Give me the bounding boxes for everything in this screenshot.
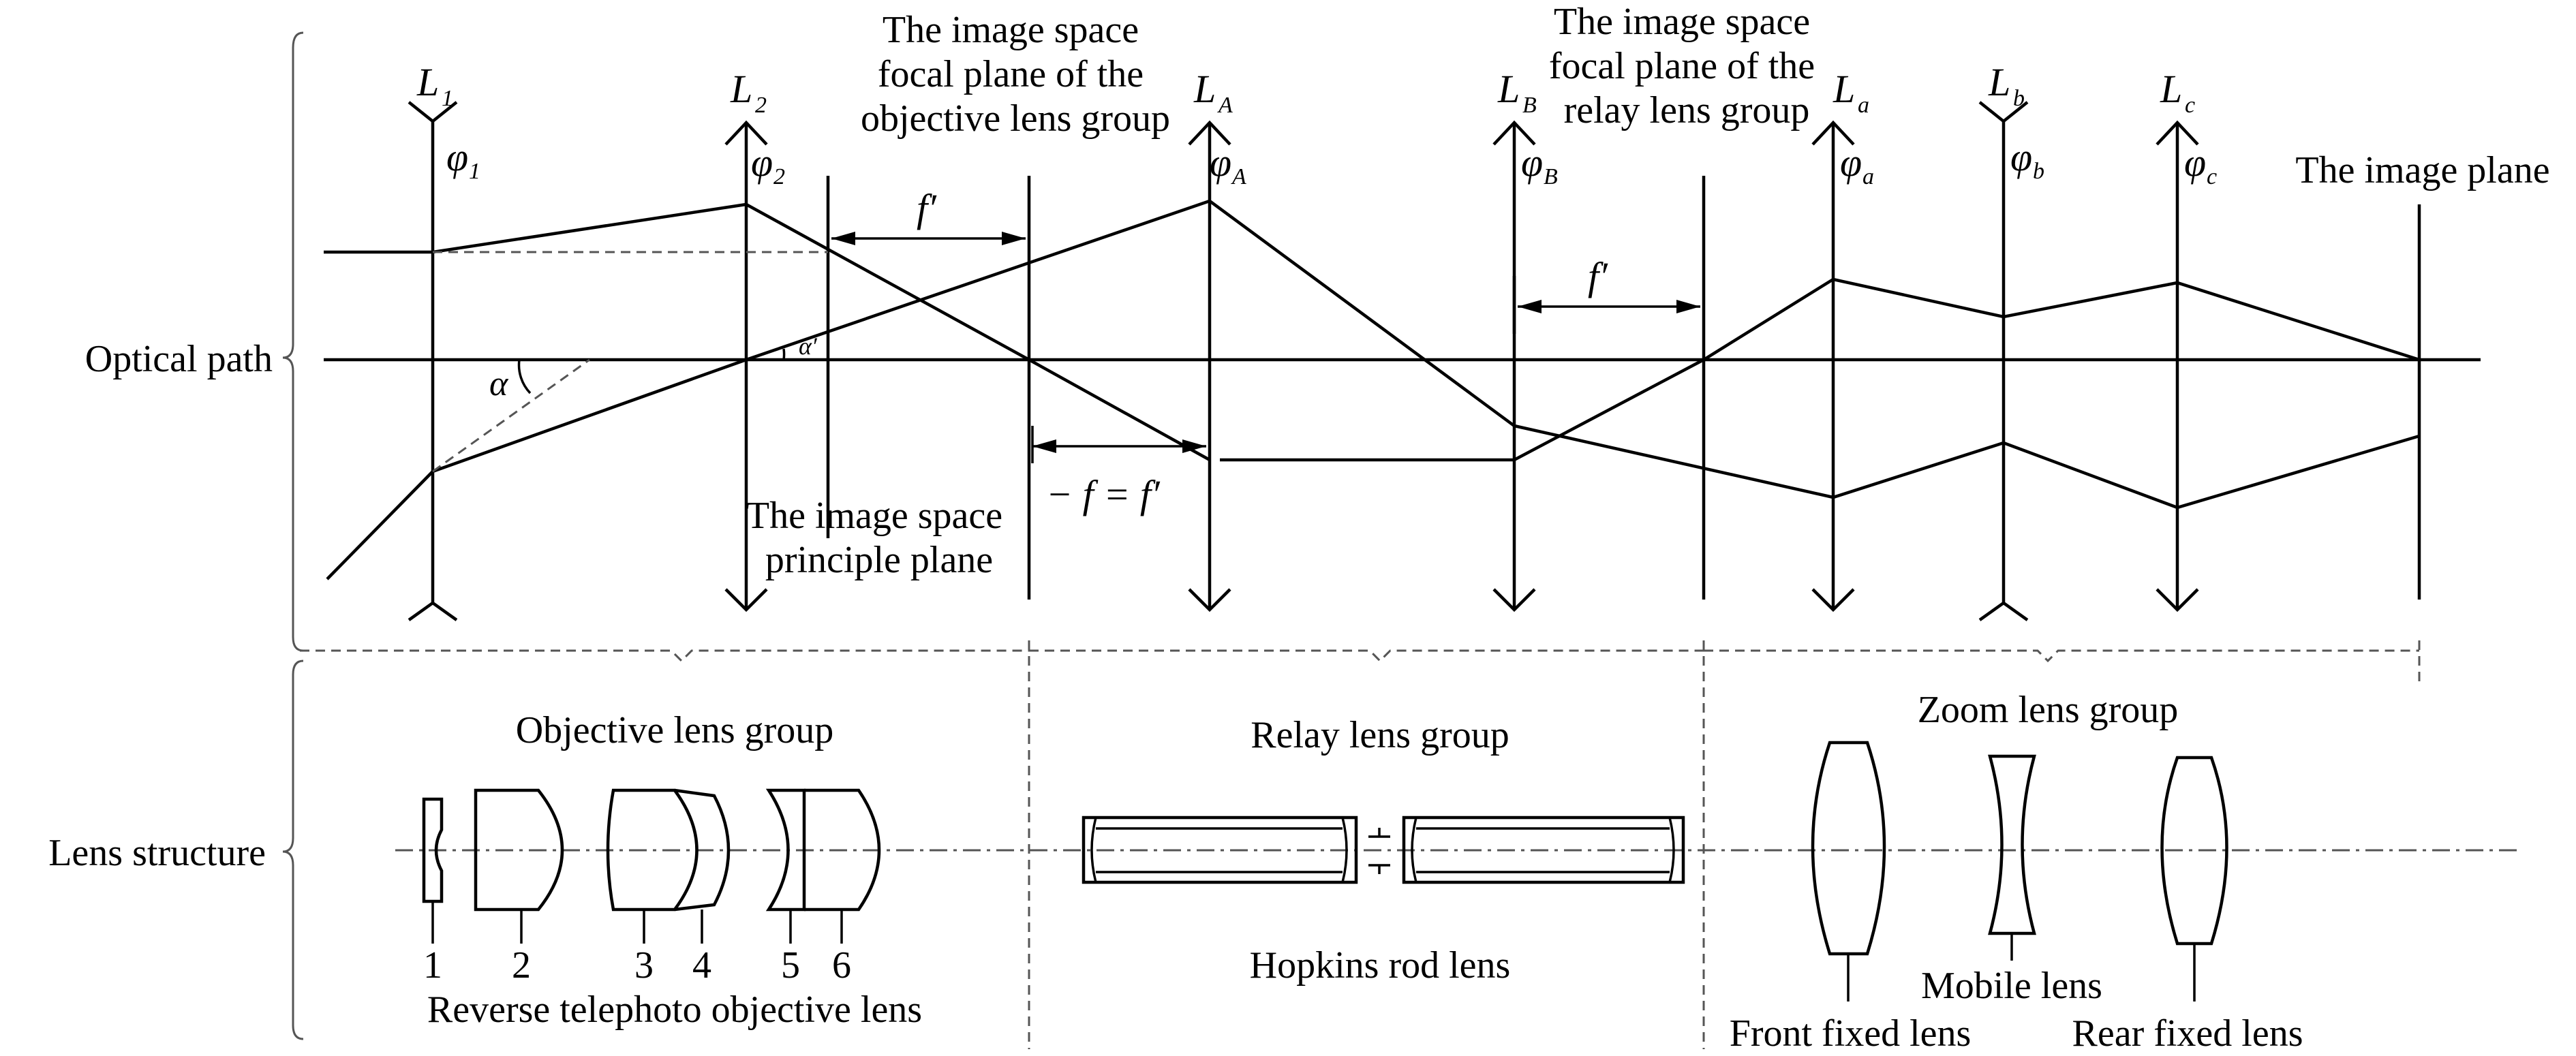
svg-text:φ: φ bbox=[446, 135, 468, 179]
svg-text:A: A bbox=[1217, 93, 1233, 118]
element-leaders bbox=[431, 901, 843, 944]
svg-text:L: L bbox=[1497, 67, 1520, 111]
element-number-2: 2 bbox=[512, 944, 531, 987]
optical-path-label: Optical path bbox=[85, 338, 273, 380]
svg-text:1: 1 bbox=[442, 86, 453, 111]
ray-1 bbox=[324, 202, 1211, 461]
f-prime-dimension-1 bbox=[831, 232, 1026, 245]
rear-fixed-lens bbox=[2160, 756, 2228, 1001]
ray-1-continued bbox=[1220, 277, 2420, 462]
svg-text:φ: φ bbox=[1521, 140, 1543, 185]
relay-group-label: Relay lens group bbox=[1251, 714, 1509, 756]
svg-text:c: c bbox=[2207, 164, 2217, 189]
construction-dash-2 bbox=[432, 358, 590, 473]
f-prime-label-2: f′ bbox=[1588, 254, 1608, 298]
objective-lens-elements bbox=[422, 788, 881, 912]
zoom-group-label: Zoom lens group bbox=[1918, 689, 2179, 731]
neg-f-dimension bbox=[1031, 426, 1206, 463]
svg-text:L: L bbox=[1833, 67, 1855, 111]
front-fixed-label: Front fixed lens bbox=[1730, 1012, 1972, 1055]
svg-text:b: b bbox=[2013, 86, 2025, 111]
svg-text:φ: φ bbox=[1840, 140, 1862, 185]
lens-label-la: L A bbox=[1193, 67, 1233, 118]
element-number-6: 6 bbox=[832, 944, 851, 987]
lens-label-lb: L B bbox=[1497, 67, 1537, 118]
lens-label-la-lower: L a bbox=[1833, 67, 1869, 118]
lens-label-l2: L 2 bbox=[730, 67, 767, 118]
svg-text:b: b bbox=[2033, 159, 2044, 184]
objective-group-label: Objective lens group bbox=[516, 709, 834, 751]
neg-f-label: − f = f′ bbox=[1046, 472, 1161, 516]
optical-path-brace bbox=[282, 31, 304, 652]
alpha-prime-label: α′ bbox=[799, 332, 818, 360]
reverse-telephoto-label: Reverse telephoto objective lens bbox=[427, 989, 922, 1031]
group-divider-brace bbox=[300, 649, 2419, 663]
lens-lc-positive bbox=[2156, 120, 2199, 612]
element-number-4: 4 bbox=[692, 944, 711, 987]
lens-label-lb-lower: L b bbox=[1988, 60, 2025, 111]
relay-focal-plane-label: The image space focal plane of the relay… bbox=[1549, 1, 1824, 131]
ray-2 bbox=[326, 199, 2420, 580]
svg-text:c: c bbox=[2185, 93, 2195, 118]
svg-text:2: 2 bbox=[773, 164, 785, 189]
svg-text:a: a bbox=[1858, 93, 1869, 118]
f-prime-dimension-2 bbox=[1518, 300, 1700, 313]
front-fixed-lens bbox=[1811, 741, 1886, 1001]
lens-lb-positive bbox=[1492, 120, 1536, 612]
lens-la-positive bbox=[1188, 120, 1231, 612]
svg-text:L: L bbox=[730, 67, 752, 111]
image-plane-label: The image plane bbox=[2295, 149, 2549, 191]
svg-text:L: L bbox=[1193, 67, 1216, 111]
svg-text:φ: φ bbox=[2010, 135, 2032, 179]
svg-text:L: L bbox=[1988, 60, 2010, 104]
rear-fixed-label: Rear fixed lens bbox=[2072, 1012, 2303, 1055]
lens-label-lc: L c bbox=[2160, 67, 2195, 118]
svg-text:φ: φ bbox=[751, 140, 773, 185]
mobile-lens-label: Mobile lens bbox=[1921, 965, 2102, 1007]
element-number-5: 5 bbox=[781, 944, 800, 987]
lens-label-l1: L 1 bbox=[416, 60, 453, 111]
hopkins-rod-left bbox=[1082, 816, 1358, 884]
lens-lb-lower-negative bbox=[1978, 101, 2029, 621]
lens-structure-brace bbox=[282, 659, 304, 1040]
svg-text:L: L bbox=[416, 60, 439, 104]
lens-l1-negative bbox=[408, 101, 458, 621]
lens-structure-label: Lens structure bbox=[48, 832, 266, 874]
principle-plane-label: The image space principle plane bbox=[746, 495, 1012, 581]
svg-text:B: B bbox=[1522, 93, 1537, 118]
element-number-1: 1 bbox=[423, 944, 442, 987]
svg-text:1: 1 bbox=[469, 159, 480, 184]
svg-text:φ: φ bbox=[2184, 140, 2206, 185]
mobile-lens bbox=[1988, 754, 2036, 961]
lens-la-lower-positive bbox=[1811, 120, 1855, 612]
svg-text:φ: φ bbox=[1210, 140, 1231, 185]
alpha-label: α bbox=[489, 364, 509, 403]
obj-focal-plane-label: The image space focal plane of the objec… bbox=[861, 9, 1170, 140]
svg-text:L: L bbox=[2160, 67, 2182, 111]
svg-text:A: A bbox=[1231, 164, 1246, 189]
hopkins-label: Hopkins rod lens bbox=[1250, 944, 1511, 987]
alpha-arc bbox=[517, 359, 532, 394]
element-number-3: 3 bbox=[634, 944, 654, 987]
rod-gap-marks bbox=[1368, 828, 1390, 874]
hopkins-rod-right bbox=[1402, 816, 1685, 884]
svg-text:2: 2 bbox=[755, 93, 767, 118]
svg-text:B: B bbox=[1544, 164, 1558, 189]
svg-text:a: a bbox=[1862, 164, 1874, 189]
f-prime-label-1: f′ bbox=[917, 186, 937, 230]
